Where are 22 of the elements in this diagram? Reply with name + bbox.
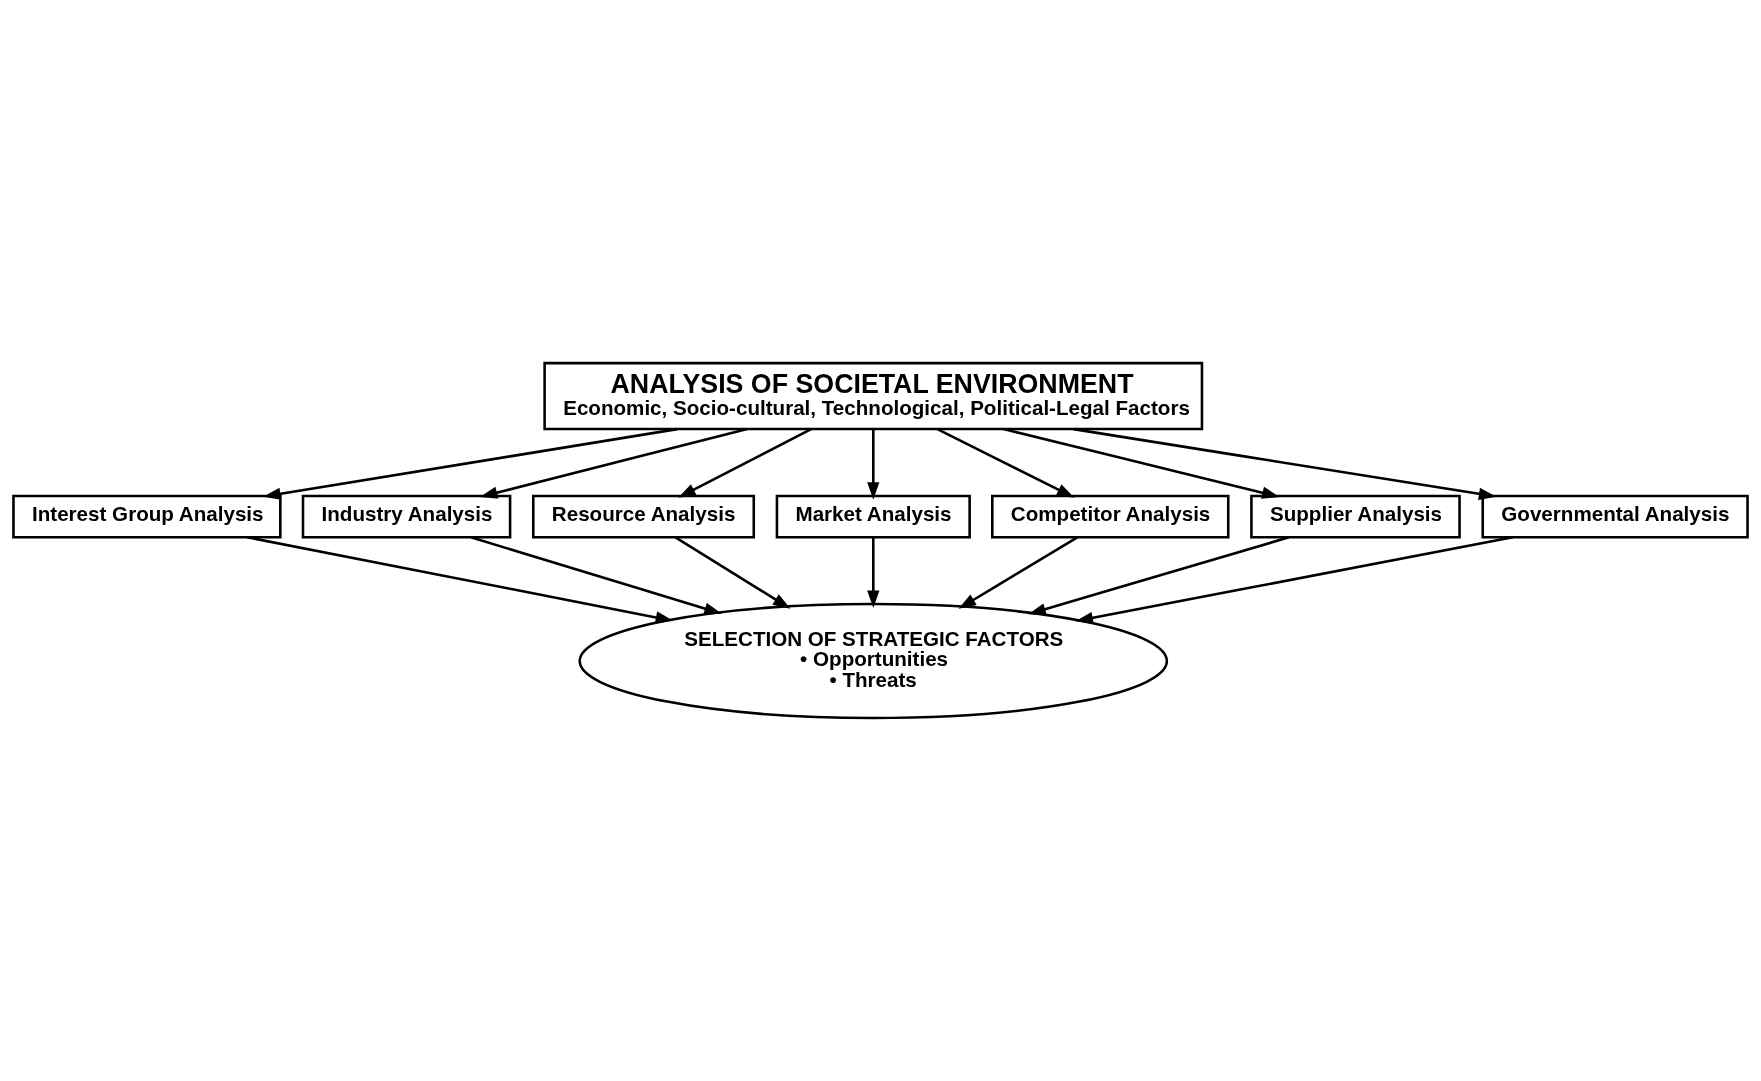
arrow xyxy=(263,427,678,500)
node-box: Market Analysis xyxy=(775,494,971,539)
node-box: Industry Analysis xyxy=(301,494,512,539)
node-box: ANALYSIS OF SOCIETAL ENVIRONMENT Economic, Socio-cultural, Technological, Political-Legal Factors xyxy=(543,361,1204,431)
arrow xyxy=(958,536,1078,609)
arrow xyxy=(1073,427,1497,500)
arrow xyxy=(867,429,880,500)
arrow xyxy=(470,536,722,615)
arrow xyxy=(674,536,791,609)
node-box: Supplier Analysis xyxy=(1250,494,1461,539)
arrow xyxy=(1003,427,1280,499)
arrow xyxy=(479,427,748,499)
arrow xyxy=(1075,536,1513,624)
arrow xyxy=(936,428,1075,498)
node-box: Competitor Analysis xyxy=(991,494,1230,539)
arrow xyxy=(867,537,880,609)
node-box: Interest Group Analysis xyxy=(12,494,282,539)
node-box: Resource Analysis xyxy=(532,494,756,539)
node-box: Governmental Analysis xyxy=(1481,494,1749,539)
arrow xyxy=(1028,536,1290,616)
arrow xyxy=(246,536,674,624)
arrow xyxy=(678,428,812,498)
